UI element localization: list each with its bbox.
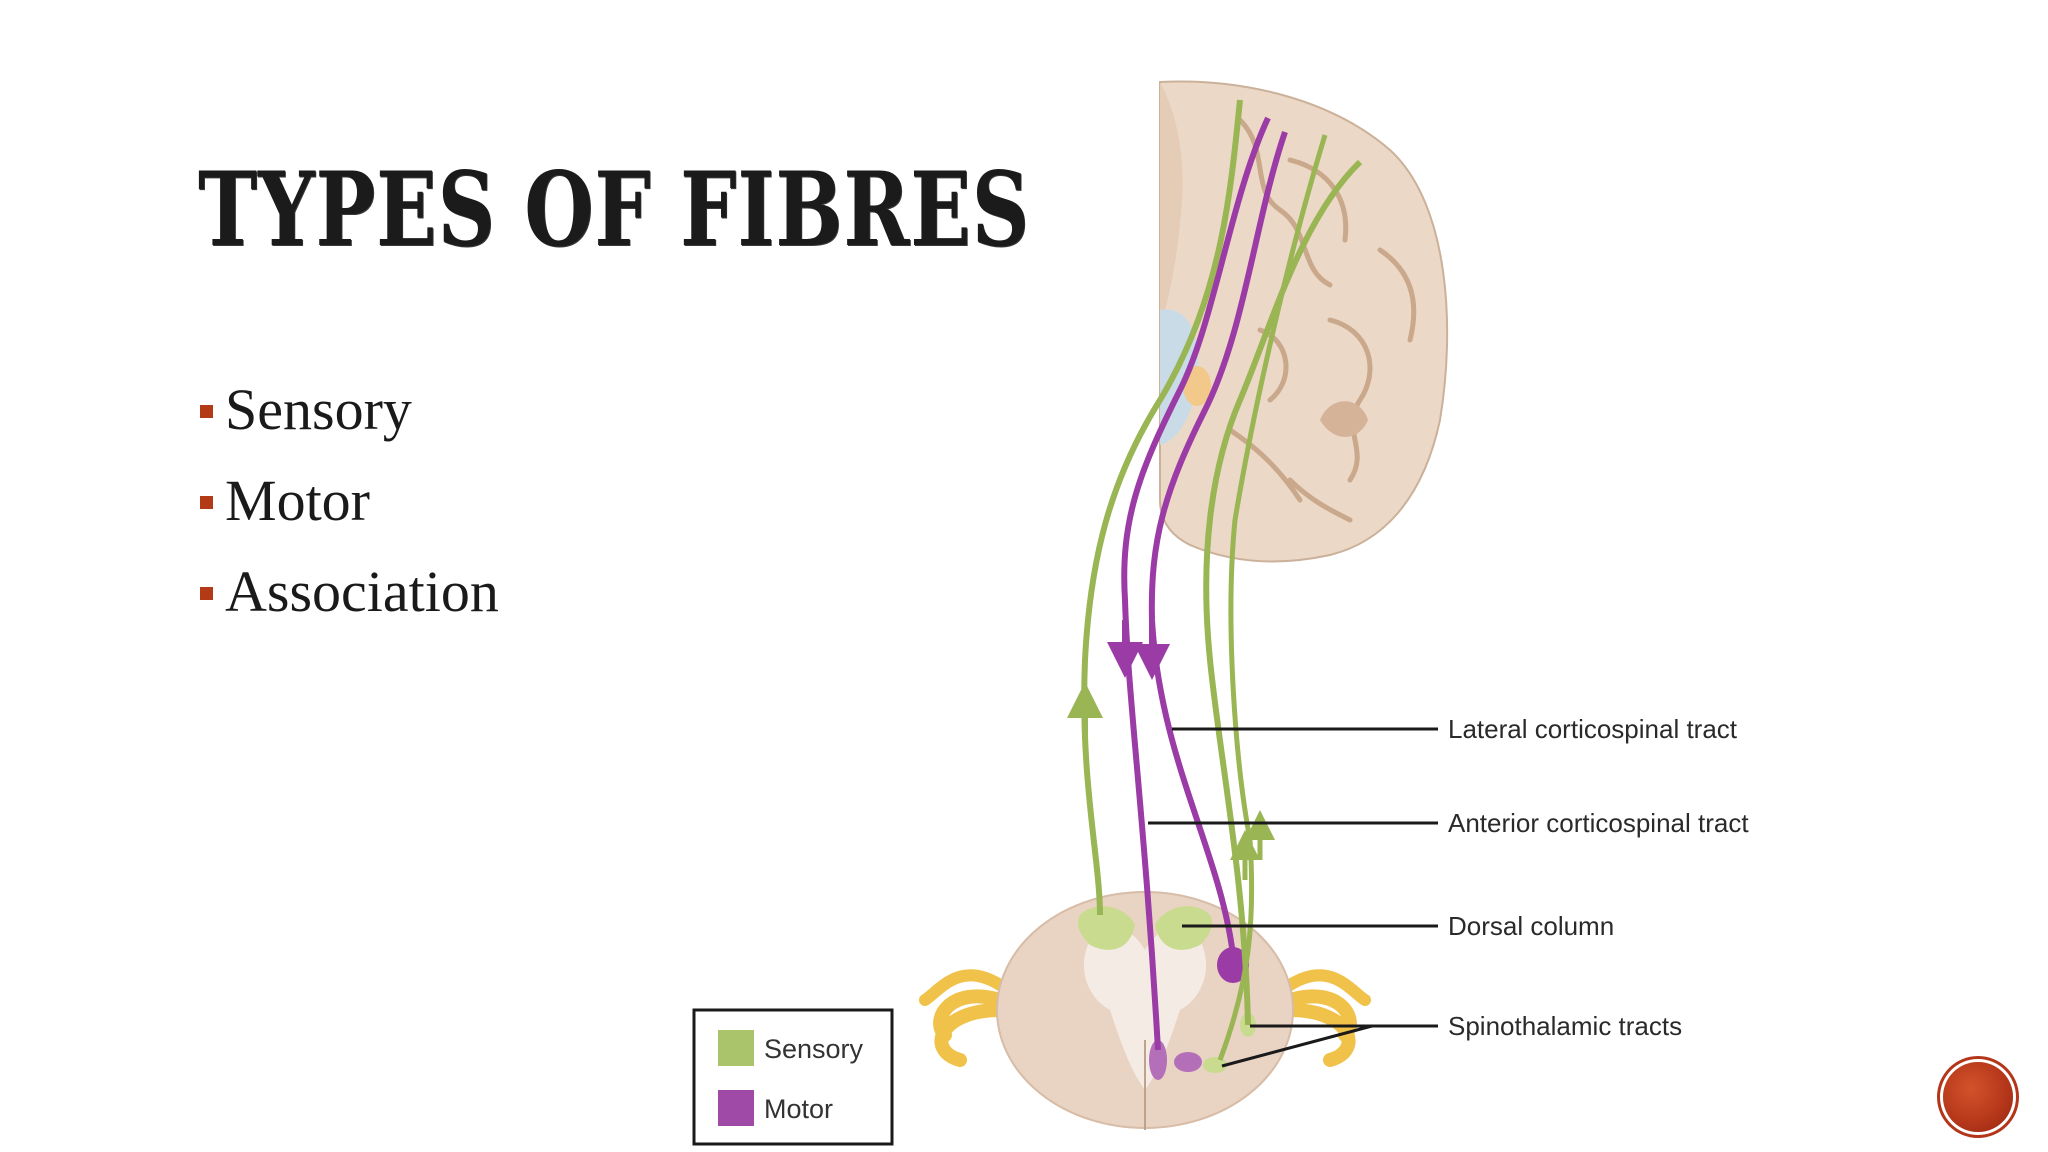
next-slide-button[interactable] (1943, 1062, 2013, 1132)
bullet-square-icon (200, 405, 213, 418)
bullet-label: Sensory (225, 377, 412, 442)
bullet-label: Motor (225, 468, 370, 533)
label-anterior-corticospinal-tract: Anterior corticospinal tract (1448, 808, 1749, 838)
spinal-cord-section (919, 891, 1371, 1130)
legend-label-motor: Motor (764, 1094, 833, 1124)
bullet-item-association: Association (200, 546, 499, 637)
legend-label-sensory: Sensory (764, 1034, 864, 1064)
bullet-square-icon (200, 587, 213, 600)
diagram-legend: Sensory Motor (692, 1008, 894, 1146)
legend-swatch-sensory (718, 1030, 754, 1066)
label-lateral-corticospinal-tract: Lateral corticospinal tract (1448, 714, 1738, 744)
bullet-item-motor: Motor (200, 455, 499, 546)
sensory-fibres (1067, 99, 1363, 1061)
motor-fibres (1107, 116, 1288, 1051)
bullet-item-sensory: Sensory (200, 364, 499, 455)
label-spinothalamic-tracts: Spinothalamic tracts (1448, 1011, 1682, 1041)
label-leader-lines (1148, 727, 1438, 1068)
legend-swatch-motor (718, 1090, 754, 1126)
bullet-list: Sensory Motor Association (200, 364, 499, 637)
bullet-square-icon (200, 496, 213, 509)
label-dorsal-column: Dorsal column (1448, 911, 1614, 941)
bullet-label: Association (225, 559, 499, 624)
slide-title: TYPES OF FIBRES (198, 150, 1030, 270)
